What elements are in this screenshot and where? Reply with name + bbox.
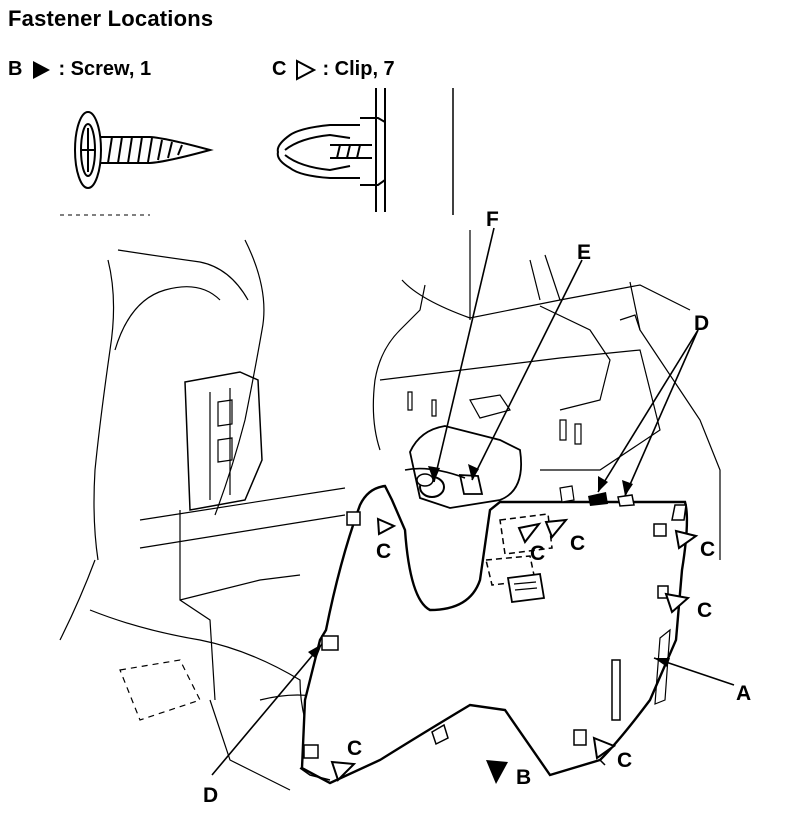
screw-triangle-marker (486, 760, 508, 784)
callout-d-bottom: D (203, 784, 218, 807)
callout-c-3: C (570, 532, 585, 555)
callout-c-2: C (530, 542, 545, 565)
callout-a: A (736, 682, 751, 705)
callout-b: B (516, 766, 531, 789)
callout-e: E (577, 241, 591, 264)
callout-d-top: D (694, 312, 709, 335)
leader-arrowheads (308, 464, 670, 667)
legend-clip-text: : Clip, 7 (322, 58, 395, 80)
clip-triangle-markers (330, 517, 699, 782)
callout-c-4: C (700, 538, 715, 561)
callout-f: F (486, 208, 499, 231)
kick-panel (299, 425, 689, 785)
filled-triangle-icon (33, 60, 51, 79)
callout-c-6: C (617, 749, 632, 772)
clip-illustration (276, 88, 386, 212)
legend-screw-letter: B (8, 58, 23, 80)
car-interior-background (59, 230, 721, 791)
callout-c-1: C (376, 540, 391, 563)
callout-c-7: C (347, 737, 362, 760)
page-title: Fastener Locations (8, 6, 214, 31)
legend-clip-letter: C (272, 58, 287, 80)
callout-c-5: C (697, 599, 712, 622)
outline-triangle-icon (296, 58, 317, 81)
legend-screw-text: : Screw, 1 (58, 58, 152, 80)
legend-clip: C : Clip, 7 (272, 58, 395, 81)
screw-illustration (74, 111, 214, 189)
legend-screw: B : Screw, 1 (8, 58, 151, 81)
leader-lines (211, 227, 735, 776)
